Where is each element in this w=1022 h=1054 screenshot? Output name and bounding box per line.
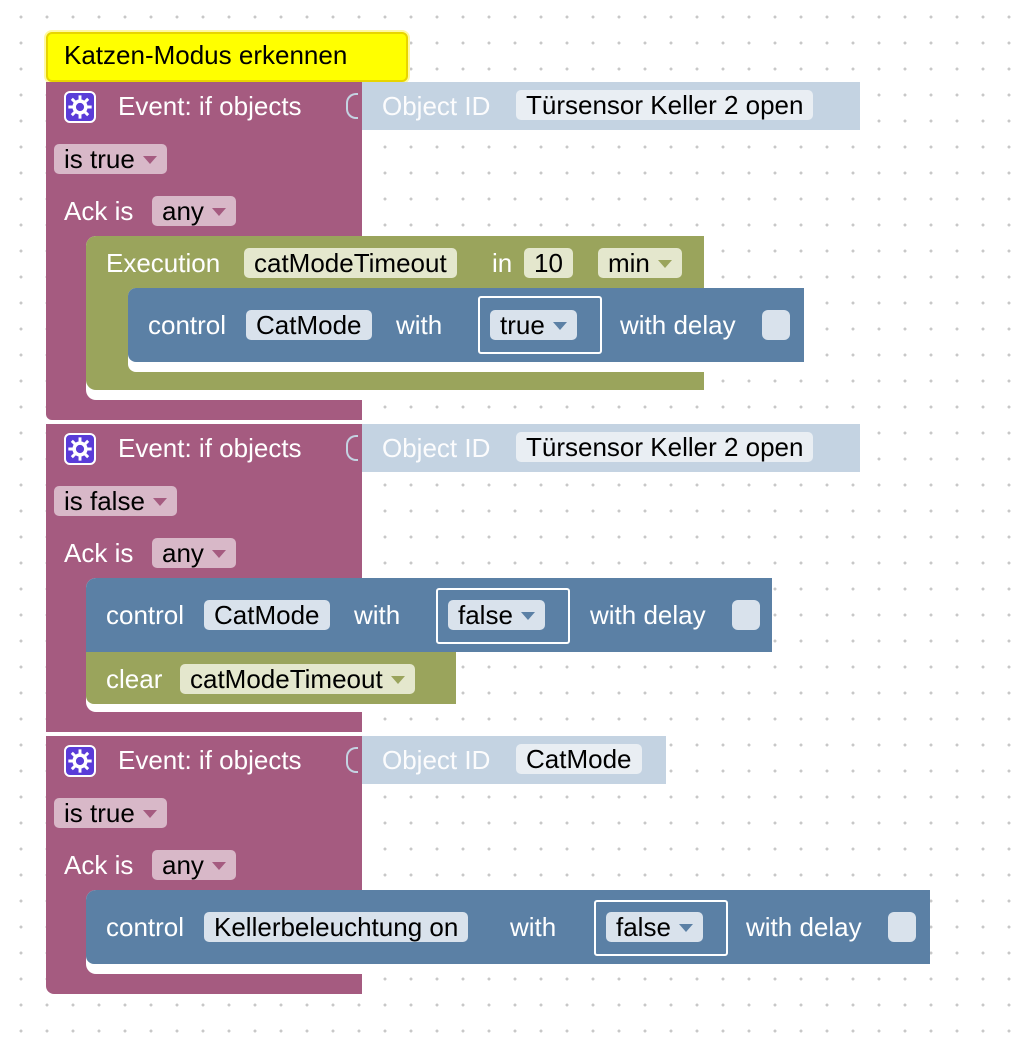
with-label: with bbox=[354, 600, 401, 630]
ack-label: Ack is bbox=[64, 196, 134, 226]
object-id-field[interactable]: CatMode bbox=[516, 744, 642, 774]
ack-dropdown[interactable]: any bbox=[152, 196, 236, 226]
chevron-down-icon bbox=[657, 260, 672, 268]
chevron-down-icon bbox=[211, 208, 226, 216]
comment-text: Katzen-Modus erkennen bbox=[64, 40, 348, 70]
chevron-down-icon bbox=[142, 156, 157, 164]
event-title: Event: if objects bbox=[118, 91, 302, 121]
control-label: control bbox=[148, 310, 227, 340]
delay-checkbox[interactable] bbox=[732, 600, 760, 630]
timer-name-field[interactable]: catModeTimeout bbox=[244, 248, 457, 278]
puzzle-connector bbox=[346, 93, 358, 119]
control-value-dropdown[interactable]: false bbox=[448, 600, 545, 630]
puzzle-connector bbox=[346, 435, 358, 461]
gear-icon[interactable] bbox=[64, 433, 96, 465]
chevron-down-icon bbox=[152, 498, 167, 506]
ack-dropdown[interactable]: any bbox=[152, 538, 236, 568]
condition-dropdown[interactable]: is false bbox=[54, 486, 177, 516]
block-comment[interactable]: Katzen-Modus erkennen bbox=[46, 32, 408, 82]
chevron-down-icon bbox=[142, 810, 157, 818]
control-value-dropdown[interactable]: true bbox=[490, 310, 577, 340]
object-id-label: Object ID bbox=[382, 745, 491, 775]
in-label: in bbox=[492, 248, 513, 278]
timeout-value-field[interactable]: 10 bbox=[524, 248, 573, 278]
with-label: with bbox=[510, 912, 557, 942]
control-label: control bbox=[106, 912, 185, 942]
control-target-field[interactable]: CatMode bbox=[246, 310, 372, 340]
object-id-field[interactable]: Türsensor Keller 2 open bbox=[516, 432, 814, 462]
control-block-2[interactable] bbox=[86, 578, 772, 652]
condition-dropdown[interactable]: is true bbox=[54, 144, 167, 174]
gear-icon[interactable] bbox=[64, 745, 96, 777]
delay-checkbox[interactable] bbox=[762, 310, 790, 340]
with-label: with bbox=[396, 310, 443, 340]
chevron-down-icon bbox=[211, 862, 226, 870]
event-title: Event: if objects bbox=[118, 745, 302, 775]
delay-label: with delay bbox=[746, 912, 862, 942]
condition-dropdown[interactable]: is true bbox=[54, 798, 167, 828]
ack-label: Ack is bbox=[64, 538, 134, 568]
object-id-field[interactable]: Türsensor Keller 2 open bbox=[516, 90, 814, 120]
chevron-down-icon bbox=[520, 612, 535, 620]
puzzle-connector bbox=[346, 747, 358, 773]
clear-label: clear bbox=[106, 664, 163, 694]
delay-checkbox[interactable] bbox=[888, 912, 916, 942]
control-value-dropdown[interactable]: false bbox=[606, 912, 703, 942]
chevron-down-icon bbox=[390, 676, 405, 684]
chevron-down-icon bbox=[678, 924, 693, 932]
execution-label: Execution bbox=[106, 248, 221, 278]
control-target-field[interactable]: CatMode bbox=[204, 600, 330, 630]
ack-dropdown[interactable]: any bbox=[152, 850, 236, 880]
ack-label: Ack is bbox=[64, 850, 134, 880]
value-socket bbox=[436, 588, 570, 644]
chevron-down-icon bbox=[552, 322, 567, 330]
object-id-label: Object ID bbox=[382, 433, 491, 463]
chevron-down-icon bbox=[211, 550, 226, 558]
object-id-label: Object ID bbox=[382, 91, 491, 121]
control-label: control bbox=[106, 600, 185, 630]
delay-label: with delay bbox=[590, 600, 706, 630]
unit-dropdown[interactable]: min bbox=[598, 248, 682, 278]
event-title: Event: if objects bbox=[118, 433, 302, 463]
clear-timer-dropdown[interactable]: catModeTimeout bbox=[180, 664, 415, 694]
control-block-1[interactable] bbox=[128, 288, 804, 362]
value-socket bbox=[594, 900, 728, 956]
gear-icon[interactable] bbox=[64, 91, 96, 123]
delay-label: with delay bbox=[620, 310, 736, 340]
control-target-field[interactable]: Kellerbeleuchtung on bbox=[204, 912, 469, 942]
value-socket bbox=[478, 296, 602, 354]
